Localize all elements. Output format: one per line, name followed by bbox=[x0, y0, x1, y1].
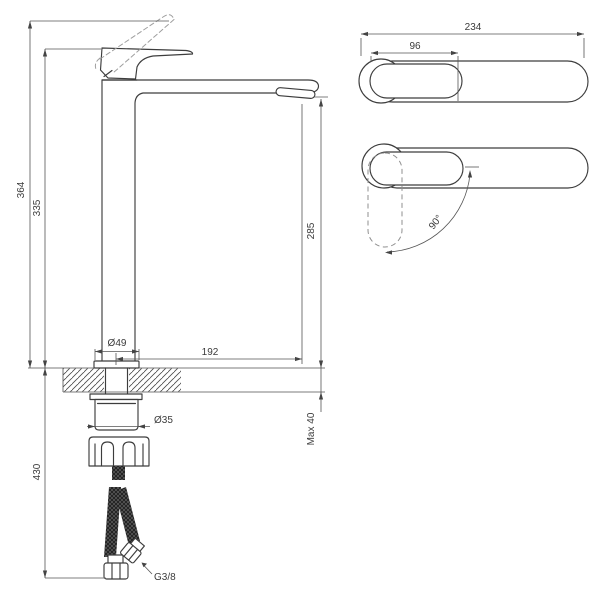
ghost-lever-bottom bbox=[112, 19, 175, 74]
under-counter-assembly bbox=[88, 360, 150, 467]
leader-g38-arrow bbox=[141, 562, 147, 568]
dim-49-label: Ø49 bbox=[108, 338, 127, 349]
handle-plan bbox=[369, 63, 463, 99]
base-flange bbox=[93, 360, 140, 369]
side-view bbox=[28, 14, 325, 580]
hose-right bbox=[115, 487, 140, 546]
dim-364-label: 364 bbox=[16, 181, 27, 198]
top-view-handle-rotated: 90° bbox=[361, 143, 589, 255]
dim-35-arrow-left bbox=[88, 424, 95, 429]
dim-285-line bbox=[314, 96, 328, 412]
dim-35-label: Ø35 bbox=[154, 415, 173, 426]
handle-base-notch bbox=[103, 69, 113, 78]
swing-arc-arrow-top bbox=[467, 170, 473, 178]
dim-234-line bbox=[360, 33, 585, 58]
top-view-handle-forward: 234 96 bbox=[358, 22, 589, 104]
dim-max40-arrow bbox=[318, 392, 324, 400]
handle-lever bbox=[99, 47, 194, 80]
dim-35-arrow-right bbox=[138, 424, 145, 429]
dim-192-arrow-right bbox=[295, 356, 302, 362]
mounting-deck bbox=[28, 367, 325, 393]
fitting-left-facets bbox=[111, 562, 121, 580]
dim-285-arrow-top bbox=[318, 99, 324, 107]
aerator bbox=[275, 87, 316, 99]
dim-96-line bbox=[370, 52, 459, 101]
dim-192-line bbox=[115, 104, 303, 365]
dim-364-arrow-bottom bbox=[27, 360, 33, 368]
body-spout-outline bbox=[101, 79, 320, 363]
swing-arc bbox=[386, 173, 471, 253]
deck-hatch-right bbox=[129, 368, 181, 392]
dim-335-line bbox=[44, 48, 101, 368]
backing-washer bbox=[89, 393, 143, 401]
dim-430-arrow-bottom bbox=[42, 570, 48, 578]
dim-430-label: 430 bbox=[32, 463, 43, 480]
threaded-shank bbox=[104, 367, 129, 395]
supply-hoses bbox=[103, 466, 145, 580]
dim-335-arrow-top bbox=[42, 49, 48, 57]
fitting-right-facets bbox=[123, 544, 139, 561]
dim-335-arrow-bottom bbox=[42, 360, 48, 368]
ghost-pivot-arc bbox=[94, 57, 101, 72]
dim-g38-label: G3/8 bbox=[154, 572, 176, 583]
dim-430-arrow-top bbox=[42, 368, 48, 376]
hose-fitting-left bbox=[103, 554, 129, 580]
fitting-right-hex bbox=[120, 542, 142, 564]
dim-96-arrow-right bbox=[451, 50, 458, 56]
hose-fitting-right bbox=[120, 537, 145, 564]
hose-stub bbox=[112, 466, 125, 480]
faucet-body bbox=[99, 47, 320, 363]
dim-49-arrow-right bbox=[132, 349, 139, 354]
handle-plan-ghost-rotated bbox=[367, 152, 403, 248]
shank-cylinder bbox=[94, 398, 139, 431]
side-view-dimensions: 364 335 430 Ø49 192 285 Max 40 Ø35 bbox=[16, 20, 328, 583]
dim-430-line bbox=[44, 368, 106, 579]
dim-234-label: 234 bbox=[465, 22, 482, 33]
dim-285-arrow-bottom bbox=[318, 360, 324, 368]
hose-left bbox=[104, 487, 121, 557]
dim-192-arrow-left bbox=[116, 356, 123, 362]
deck-hatch-left bbox=[63, 368, 104, 392]
mounting-nut-ribs bbox=[94, 441, 144, 467]
dim-192-label: 192 bbox=[202, 347, 219, 358]
dim-335-label: 335 bbox=[32, 199, 43, 216]
fitting-left-hex bbox=[103, 562, 129, 580]
handle-plan-solid bbox=[369, 151, 464, 186]
handle-ghost-raised bbox=[94, 14, 175, 74]
dim-96-arrow-left bbox=[371, 50, 378, 56]
dim-49-arrow-left bbox=[95, 349, 102, 354]
dim-364-arrow-top bbox=[27, 21, 33, 29]
dim-max40-label: Max 40 bbox=[306, 412, 317, 445]
dim-96-label: 96 bbox=[409, 41, 421, 52]
dim-364-line bbox=[29, 20, 169, 368]
dim-234-arrow-left bbox=[361, 31, 368, 37]
dim-285-label: 285 bbox=[306, 222, 317, 239]
swing-arc-arrow-bottom bbox=[385, 250, 392, 255]
dim-49-line bbox=[94, 349, 140, 360]
ghost-lever-top bbox=[99, 14, 175, 60]
dim-90-label: 90° bbox=[427, 213, 445, 232]
dim-234-arrow-right bbox=[577, 31, 584, 37]
mounting-nut bbox=[88, 436, 150, 467]
